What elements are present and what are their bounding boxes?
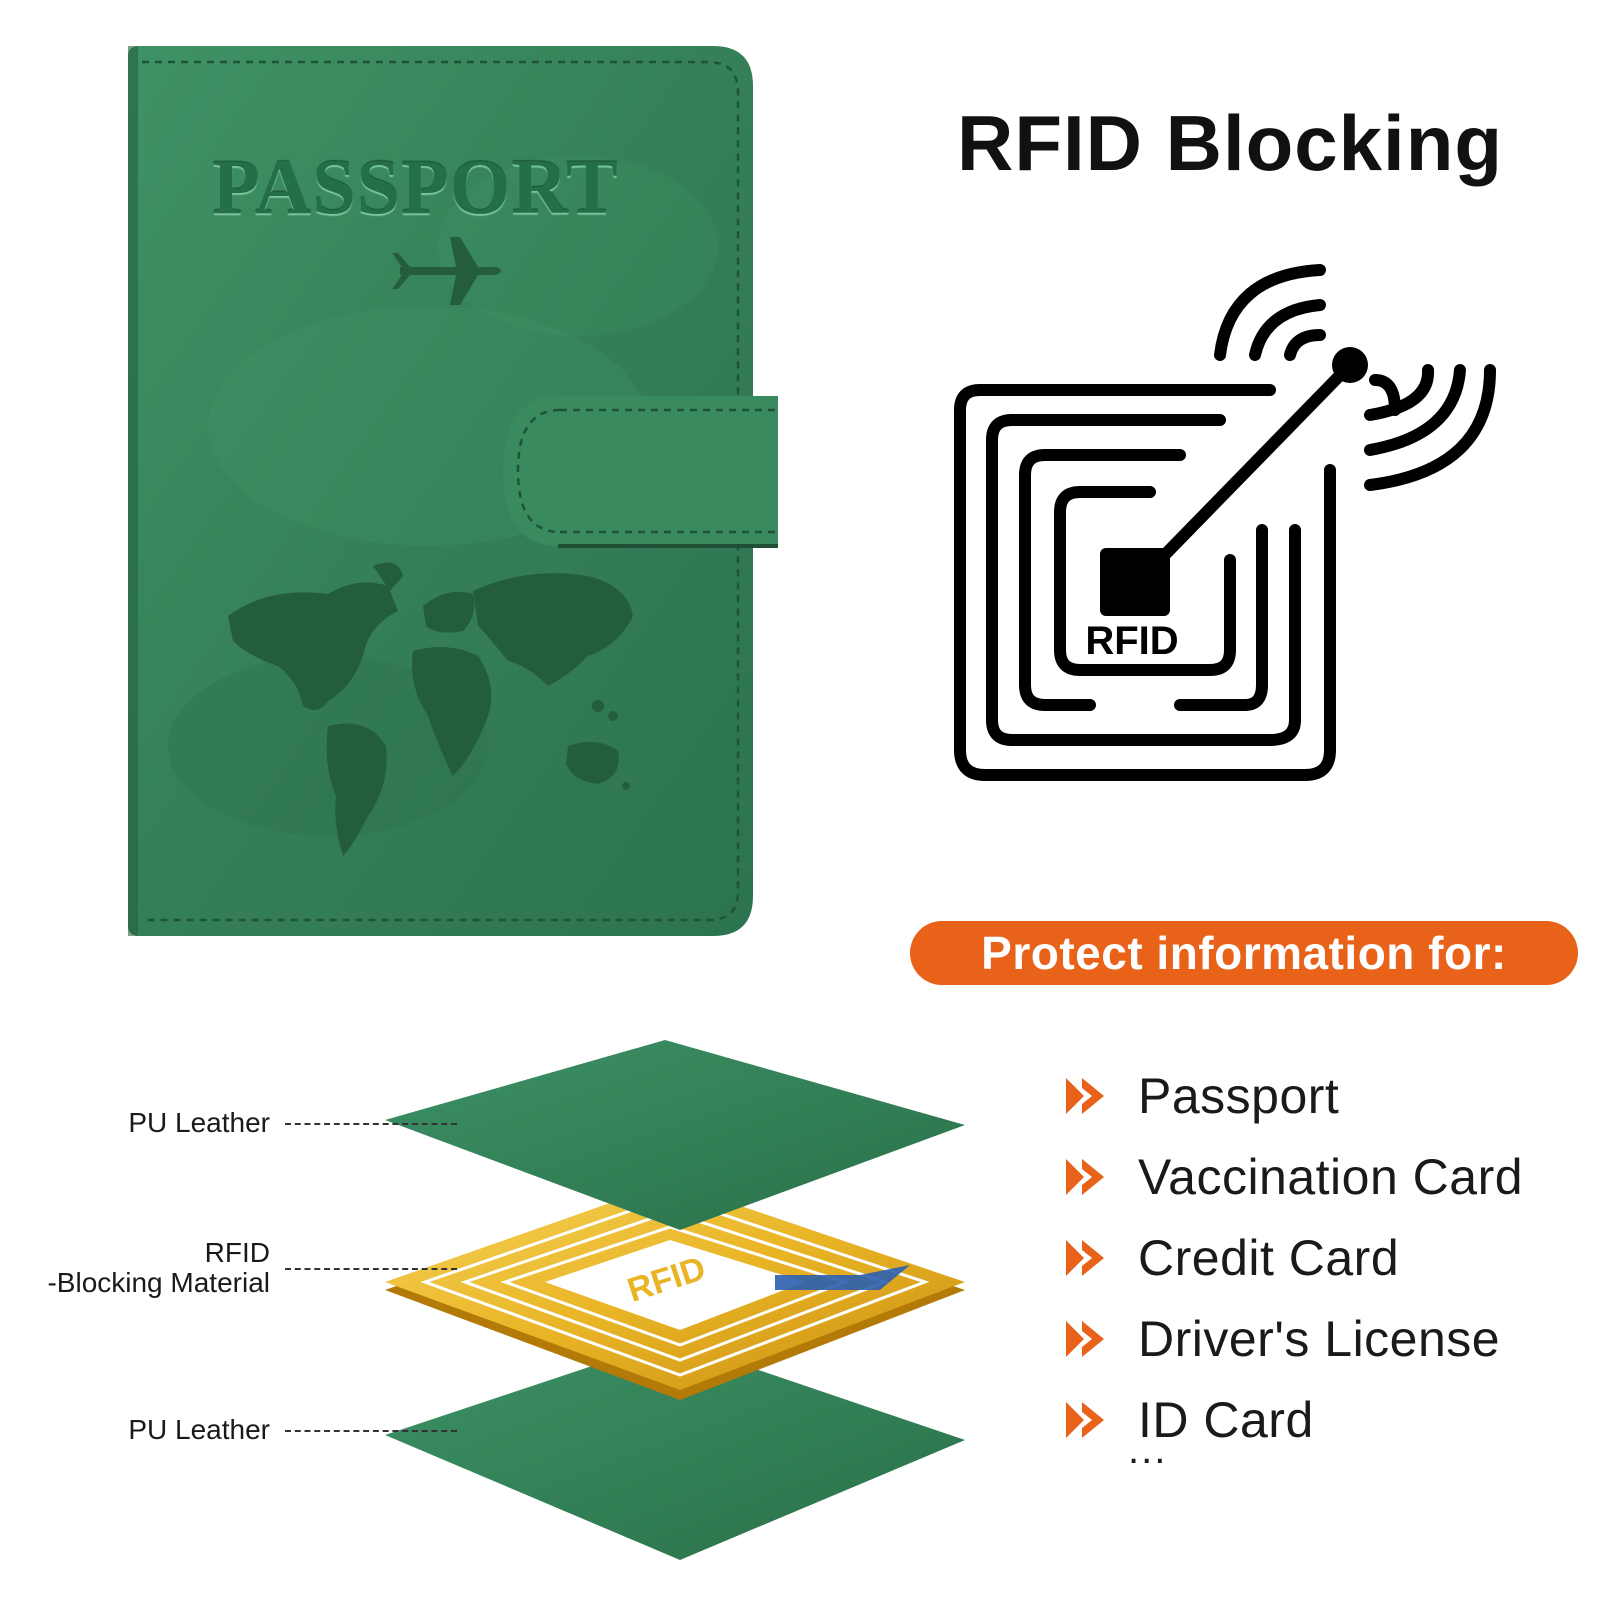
clasp-strap[interactable]: [503, 396, 788, 548]
airplane-icon: [392, 237, 501, 305]
bottom-leather-layer: [385, 1340, 965, 1560]
middle-layer-label: RFID -Blocking Material: [10, 1238, 270, 1298]
double-chevron-right-icon: [1066, 1401, 1104, 1438]
list-item-label: Vaccination Card: [1138, 1148, 1524, 1205]
list-item: Credit Card: [1064, 1217, 1523, 1298]
double-chevron-right-icon: [1066, 1239, 1104, 1276]
list-item-label: Driver's License: [1138, 1310, 1501, 1367]
rfid-logo-label: RFID: [1085, 619, 1178, 663]
rfid-blocking-layer: RFID: [385, 1182, 965, 1400]
more-items-ellipsis: ...: [1128, 1428, 1168, 1472]
middle-layer-leader-line: [285, 1268, 457, 1270]
double-chevron-right-icon: [1066, 1158, 1104, 1195]
layer-diagram: RFID: [380, 1040, 980, 1580]
top-layer-leader-line: [285, 1123, 457, 1125]
bottom-layer-label: PU Leather: [128, 1414, 270, 1445]
bottom-layer-leader-line: [285, 1430, 457, 1432]
double-chevron-right-icon: [1066, 1320, 1104, 1357]
passport-title: PASSPORT: [212, 143, 619, 230]
double-chevron-right-icon: [1066, 1077, 1104, 1114]
passport-cover-graphic: [128, 46, 788, 936]
world-map-icon: [228, 562, 633, 856]
protect-banner: Protect information for:: [910, 921, 1578, 985]
rfid-chip-icon: RFID: [950, 230, 1530, 810]
middle-layer-label-line2: -Blocking Material: [47, 1267, 270, 1298]
list-item: ID Card: [1064, 1379, 1523, 1460]
passport-cover: PASSPORT: [128, 46, 788, 936]
list-item: Driver's License: [1064, 1298, 1523, 1379]
rfid-blocking-heading: RFID Blocking: [956, 99, 1503, 187]
top-layer-label: PU Leather: [128, 1107, 270, 1138]
list-item: Vaccination Card: [1064, 1136, 1523, 1217]
list-item: Passport: [1064, 1055, 1523, 1136]
list-item-label: ID Card: [1138, 1391, 1314, 1448]
list-item-label: Credit Card: [1138, 1229, 1400, 1286]
top-leather-layer: [385, 1040, 965, 1230]
list-item-label: Passport: [1138, 1067, 1340, 1124]
middle-layer-label-line1: RFID: [204, 1237, 270, 1268]
protect-list: Passport Vaccination Card Credit Card Dr…: [1064, 1055, 1523, 1460]
